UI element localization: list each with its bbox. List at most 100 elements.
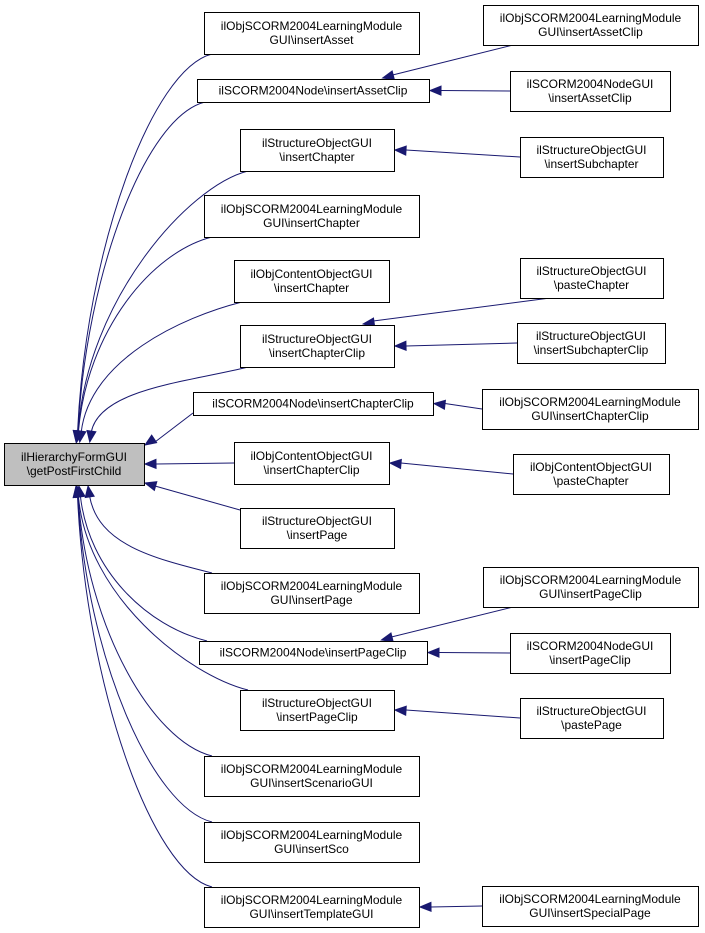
graph-node[interactable]: ilStructureObjectGUI\insertSubchapter — [520, 137, 664, 178]
graph-node[interactable]: ilStructureObjectGUI\insertChapterClip — [240, 325, 395, 368]
node-label-line: \insertPageClip — [549, 653, 631, 667]
node-box — [4, 443, 145, 486]
node-box — [234, 260, 390, 303]
call-edge — [154, 412, 194, 443]
graph-node[interactable]: ilObjSCORM2004LearningModuleGUI\insertPa… — [204, 573, 420, 614]
call-edge — [392, 44, 514, 76]
node-box — [510, 71, 671, 112]
call-edge — [405, 709, 521, 719]
graph-node[interactable]: ilObjSCORM2004LearningModuleGUI\insertPa… — [483, 567, 699, 608]
graph-node[interactable]: ilStructureObjectGUI\pastePage — [520, 698, 664, 739]
call-edge — [430, 905, 483, 908]
arrowhead-icon — [380, 632, 394, 643]
node-box — [520, 137, 664, 178]
node-label-line: ilObjSCORM2004LearningModule — [499, 395, 681, 409]
call-edge — [77, 495, 213, 888]
call-edge — [444, 403, 483, 410]
arrowhead-icon — [393, 705, 407, 716]
graph-node[interactable]: ilStructureObjectGUI\insertPageClip — [240, 690, 395, 731]
graph-node[interactable]: ilSCORM2004NodeGUI\insertAssetClip — [510, 71, 671, 112]
node-box — [204, 573, 420, 614]
node-box — [204, 756, 420, 797]
node-box — [199, 641, 428, 665]
graph-node[interactable]: ilObjContentObjectGUI\insertChapter — [234, 260, 390, 303]
node-label-line: ilStructureObjectGUI — [262, 514, 372, 528]
graph-node[interactable]: ilSCORM2004Node\insertChapterClip — [193, 392, 434, 416]
node-label-line: ilObjContentObjectGUI — [250, 449, 372, 463]
node-label-line: ilObjSCORM2004LearningModule — [221, 893, 403, 907]
arrowhead-icon — [428, 85, 442, 96]
node-label-line: ilObjSCORM2004LearningModule — [221, 579, 403, 593]
node-label-line: \insertSubchapter — [544, 157, 638, 171]
graph-node[interactable]: ilObjSCORM2004LearningModuleGUI\insertSp… — [482, 886, 699, 927]
node-box — [204, 195, 420, 238]
node-label-line: ilHierarchyFormGUI — [21, 450, 127, 464]
node-label-line: ilSCORM2004Node\insertAssetClip — [219, 84, 408, 98]
node-box — [240, 508, 395, 549]
node-label-line: GUI\insertPage — [270, 593, 352, 607]
node-label-line: \pastePage — [561, 718, 622, 732]
graph-node[interactable]: ilStructureObjectGUI\insertChapter — [240, 129, 395, 172]
graph-node[interactable]: ilStructureObjectGUI\pasteChapter — [520, 258, 664, 299]
graph-node[interactable]: ilObjSCORM2004LearningModuleGUI\insertAs… — [483, 5, 699, 46]
graph-node[interactable]: ilStructureObjectGUI\insertSubchapterCli… — [517, 323, 666, 364]
node-label-line: GUI\insertAssetClip — [538, 25, 643, 39]
arrowhead-icon — [76, 429, 87, 444]
node-box — [482, 886, 699, 927]
node-box — [520, 698, 664, 739]
node-box — [483, 5, 699, 46]
node-label-line: \pasteChapter — [554, 278, 629, 292]
node-box — [240, 690, 395, 731]
node-box — [483, 567, 699, 608]
node-label-line: \insertChapter — [279, 150, 354, 164]
call-edge — [89, 495, 213, 574]
call-edge — [154, 485, 241, 511]
call-edge — [80, 301, 243, 433]
graph-node[interactable]: ilObjContentObjectGUI\pasteChapter — [513, 454, 670, 495]
node-box — [234, 442, 390, 485]
call-edge — [438, 652, 511, 654]
call-edge — [77, 101, 206, 433]
node-label-line: GUI\insertTemplateGUI — [249, 907, 373, 921]
node-box — [513, 454, 670, 495]
node-box — [517, 323, 666, 364]
node-label-line: GUI\insertChapterClip — [531, 409, 649, 423]
graph-node[interactable]: ilSCORM2004Node\insertPageClip — [199, 641, 428, 665]
call-edge — [373, 297, 551, 322]
root-node[interactable]: ilHierarchyFormGUI\getPostFirstChild — [4, 443, 145, 486]
node-box — [510, 633, 671, 674]
call-edge — [77, 495, 213, 757]
arrowhead-icon — [143, 481, 158, 492]
graph-node[interactable]: ilObjSCORM2004LearningModuleGUI\insertSc… — [204, 822, 420, 863]
node-label-line: GUI\insertPageClip — [539, 587, 642, 601]
node-box — [520, 258, 664, 299]
call-edge — [77, 236, 213, 433]
node-label-line: ilObjSCORM2004LearningModule — [500, 11, 682, 25]
node-label-line: ilObjSCORM2004LearningModule — [221, 762, 403, 776]
node-label-line: ilStructureObjectGUI — [262, 696, 372, 710]
call-edge — [77, 170, 249, 433]
node-label-line: ilObjContentObjectGUI — [530, 460, 652, 474]
graph-node[interactable]: ilObjContentObjectGUI\insertChapterClip — [234, 442, 390, 485]
graph-node[interactable]: ilSCORM2004NodeGUI\insertPageClip — [510, 633, 671, 674]
graph-node[interactable]: ilObjSCORM2004LearningModuleGUI\insertAs… — [204, 12, 420, 55]
node-label-line: ilStructureObjectGUI — [536, 264, 646, 278]
node-label-line: \insertSubchapterClip — [534, 343, 649, 357]
node-label-line: \getPostFirstChild — [27, 464, 122, 478]
arrowhead-icon — [432, 399, 447, 411]
node-label-line: GUI\insertChapter — [263, 216, 360, 230]
call-edge — [400, 462, 514, 475]
graph-node[interactable]: ilObjSCORM2004LearningModuleGUI\insertSc… — [204, 756, 420, 797]
node-label-line: \pasteChapter — [553, 474, 628, 488]
node-label-line: ilObjContentObjectGUI — [250, 267, 372, 281]
node-label-line: GUI\insertSpecialPage — [529, 906, 651, 920]
arrowhead-icon — [86, 429, 97, 444]
graph-node[interactable]: ilObjSCORM2004LearningModuleGUI\insertCh… — [482, 389, 699, 430]
graph-node[interactable]: ilStructureObjectGUI\insertPage — [240, 508, 395, 549]
node-label-line: \insertAssetClip — [548, 91, 632, 105]
node-label-line: ilSCORM2004Node\insertChapterClip — [212, 397, 414, 411]
graph-node[interactable]: ilSCORM2004Node\insertAssetClip — [197, 79, 430, 103]
arrowhead-icon — [418, 901, 432, 913]
graph-node[interactable]: ilObjSCORM2004LearningModuleGUI\insertTe… — [204, 887, 420, 928]
graph-node[interactable]: ilObjSCORM2004LearningModuleGUI\insertCh… — [204, 195, 420, 238]
